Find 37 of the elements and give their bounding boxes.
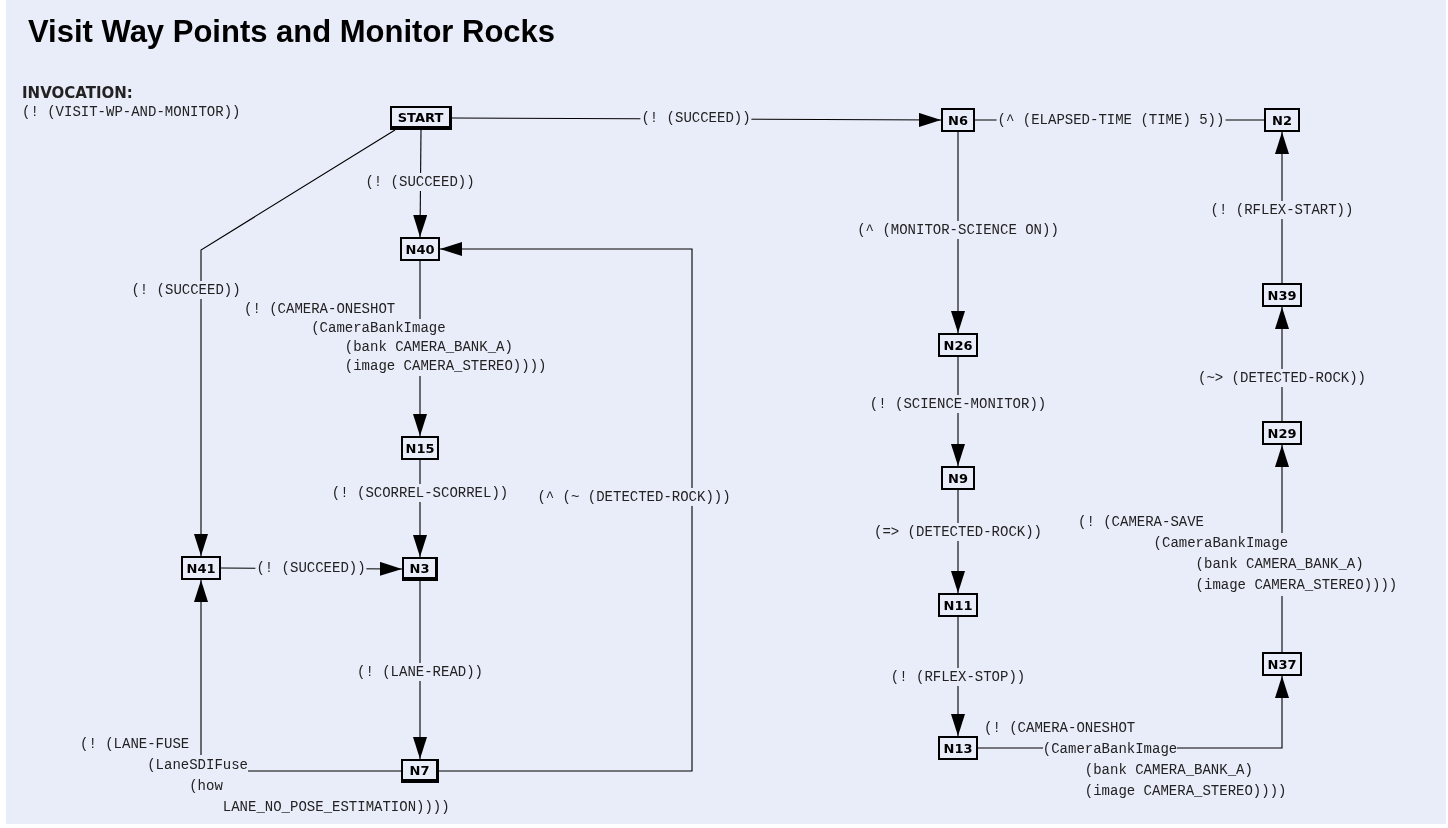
- edge-label: (~> (DETECTED-ROCK)): [1197, 369, 1367, 387]
- edge-label: (^ (~ (DETECTED-ROCK))): [536, 488, 732, 506]
- edge-label: (=> (DETECTED-ROCK)): [873, 523, 1043, 541]
- state-box: N7: [401, 759, 439, 783]
- edge-label: (! (SUCCEED)): [640, 109, 752, 127]
- state-box: N41: [181, 556, 221, 580]
- state-box: N37: [1262, 652, 1302, 676]
- transition-arrow: [951, 131, 965, 334]
- edge-label: (^ (ELAPSED-TIME (TIME) 5)): [996, 111, 1226, 129]
- state-box: N40: [400, 237, 440, 261]
- transition-arrow: [438, 242, 693, 772]
- edge-label: (! (CAMERA-ONESHOT (CameraBankImage (bank CAMERA_BANK_A) (image CAMERA_STEREO)))): [984, 718, 1287, 802]
- edge-label: (! (CAMERA-SAVE (CameraBankImage (bank CAMERA_BANK_A) (image CAMERA_STEREO)))): [1078, 512, 1398, 596]
- state-box: N26: [938, 333, 978, 357]
- state-box: N2: [1264, 108, 1300, 132]
- edge-label: (! (CAMERA-ONESHOT (CameraBankImage (bank CAMERA_BANK_A) (image CAMERA_STEREO)))): [244, 300, 547, 376]
- state-box: START: [390, 106, 452, 130]
- state-box: N9: [941, 466, 975, 490]
- transition-arrow: [413, 580, 427, 760]
- edge-label: (^ (MONITOR-SCIENCE ON)): [856, 221, 1060, 239]
- state-box: N3: [402, 557, 438, 581]
- invocation-text: (! (VISIT-WP-AND-MONITOR)): [22, 104, 241, 120]
- state-box: N11: [938, 593, 978, 617]
- state-box: N39: [1262, 283, 1302, 307]
- edge-label: (! (SUCCEED)): [130, 281, 242, 299]
- edge-label: (! (SUCCEED)): [255, 559, 367, 577]
- state-box: N6: [941, 108, 975, 132]
- transition-arrow: [1275, 306, 1289, 422]
- edge-label: (! (SUCCEED)): [364, 173, 476, 191]
- section-heading: INVOCATION:: [22, 84, 133, 102]
- state-box: N13: [938, 736, 978, 760]
- diagram-title: Visit Way Points and Monitor Rocks: [28, 14, 556, 50]
- edge-label: (! (LANE-READ)): [356, 663, 484, 681]
- transition-arrow: [1275, 131, 1289, 284]
- state-box: N29: [1262, 421, 1302, 445]
- state-box: N15: [401, 436, 439, 460]
- transition-arrow: [194, 129, 396, 557]
